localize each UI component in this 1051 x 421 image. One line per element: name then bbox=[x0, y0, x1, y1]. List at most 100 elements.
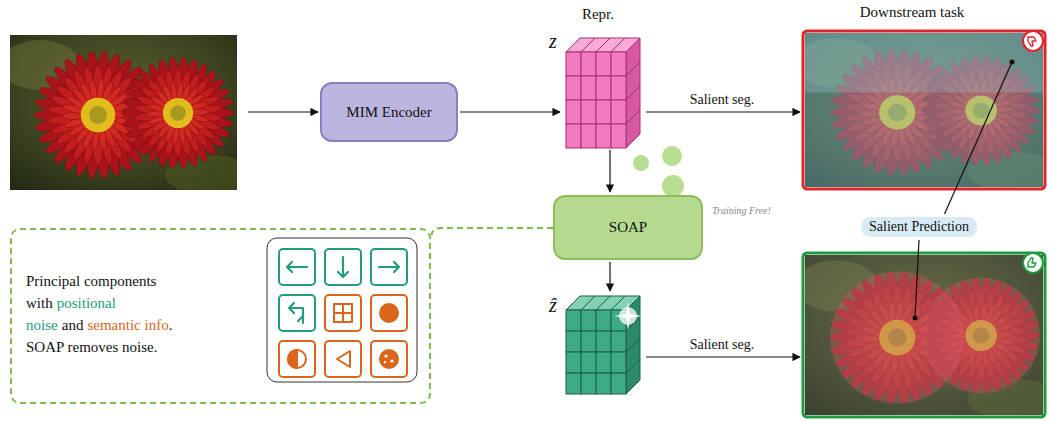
description-text: and bbox=[62, 317, 84, 333]
section-label: Downstream task bbox=[860, 4, 965, 21]
good-frame bbox=[803, 253, 1045, 417]
cookie-dot bbox=[390, 359, 393, 362]
good-prediction-photo bbox=[795, 255, 1051, 420]
cube-cell bbox=[566, 310, 581, 331]
arrow-label: Salient seg. bbox=[690, 337, 755, 353]
thumb-icon bbox=[1028, 258, 1036, 267]
section-label: Repr. bbox=[582, 6, 614, 23]
bad-prediction-photo bbox=[795, 33, 1051, 192]
feature-cube bbox=[566, 38, 640, 148]
cube-cell bbox=[581, 52, 596, 76]
dot-icon bbox=[380, 304, 398, 322]
icon-cell bbox=[279, 341, 315, 377]
cube-cell bbox=[581, 76, 596, 100]
flower-center bbox=[81, 98, 116, 133]
prediction-pill: Salient Prediction bbox=[861, 217, 977, 237]
flow-arrow bbox=[646, 356, 800, 357]
icon-cell bbox=[325, 249, 361, 285]
cookie-dot bbox=[384, 354, 387, 357]
half-circle-fill bbox=[288, 350, 297, 368]
thumb-badge bbox=[1023, 253, 1043, 273]
flower-center bbox=[163, 98, 193, 128]
share-icon bbox=[337, 351, 350, 367]
cube-cell bbox=[566, 373, 581, 394]
cube-cell bbox=[596, 100, 611, 124]
node-text: SOAP bbox=[609, 219, 647, 236]
cube-cell bbox=[611, 100, 626, 124]
bubble bbox=[662, 146, 682, 166]
half-circle-icon bbox=[288, 350, 306, 368]
cube-cell bbox=[566, 100, 581, 124]
flower-center-inner bbox=[89, 106, 107, 124]
icon-cell bbox=[371, 295, 407, 331]
cube-cell bbox=[596, 124, 611, 148]
cube-cell bbox=[581, 352, 596, 373]
cube-cell bbox=[596, 310, 611, 331]
cube-cell bbox=[566, 352, 581, 373]
generated-illustration bbox=[0, 31, 1051, 420]
symbol-label: z bbox=[549, 30, 557, 53]
cube-side bbox=[626, 110, 640, 148]
cube-cell bbox=[611, 52, 626, 76]
thumb-icon bbox=[1028, 37, 1036, 46]
symbol-label: ẑ bbox=[549, 294, 557, 317]
encoder-box: MIM Encoder bbox=[320, 82, 458, 142]
cube-cell bbox=[581, 373, 596, 394]
sparkle bbox=[614, 302, 642, 330]
cube-cell bbox=[611, 373, 626, 394]
cookie-icon bbox=[380, 350, 398, 368]
flow-arrow bbox=[609, 262, 610, 291]
flow-arrow bbox=[609, 150, 610, 192]
bad-frame bbox=[803, 31, 1045, 189]
flow-arrow bbox=[248, 111, 318, 112]
photo-leaf bbox=[165, 155, 255, 195]
position-icons bbox=[287, 257, 399, 323]
cube-cell bbox=[566, 124, 581, 148]
icon-cell bbox=[279, 249, 315, 285]
node-text: Salient Prediction bbox=[869, 219, 969, 235]
prediction-overlay bbox=[805, 255, 1043, 415]
soap-box: SOAP bbox=[553, 195, 703, 260]
cube-side bbox=[626, 359, 640, 394]
return-arrow-icon bbox=[289, 303, 303, 323]
description-text: semantic info bbox=[87, 317, 168, 333]
cube-cell bbox=[581, 100, 596, 124]
leader-line bbox=[915, 240, 919, 318]
cube-cell bbox=[611, 76, 626, 100]
cube-cell bbox=[596, 52, 611, 76]
input-photo bbox=[0, 35, 255, 195]
icon-cell bbox=[325, 341, 361, 377]
semantic-icons bbox=[288, 304, 398, 368]
prediction-overlay bbox=[805, 33, 1043, 187]
flower-center-inner bbox=[170, 105, 186, 121]
cube-cell bbox=[581, 124, 596, 148]
flow-arrow bbox=[460, 111, 560, 112]
leader-dot bbox=[1010, 60, 1015, 65]
cube-cell bbox=[566, 52, 581, 76]
icon-cell bbox=[325, 295, 361, 331]
arrow-left-icon bbox=[287, 262, 307, 272]
icon-panel bbox=[267, 238, 417, 382]
grid-icon bbox=[334, 304, 352, 322]
cube-cell bbox=[566, 331, 581, 352]
cube-cell bbox=[596, 373, 611, 394]
icon-cell bbox=[279, 295, 315, 331]
node-text: MIM Encoder bbox=[346, 104, 431, 121]
prediction-overlay bbox=[922, 278, 1039, 394]
arrow-down-icon bbox=[338, 257, 348, 277]
photo-background bbox=[805, 255, 1043, 415]
cube-cell bbox=[581, 331, 596, 352]
bubble bbox=[633, 155, 649, 171]
flow-arrow bbox=[646, 111, 800, 112]
cube-cell bbox=[596, 76, 611, 100]
leader-line bbox=[945, 62, 1012, 214]
icon-cells bbox=[279, 249, 407, 377]
cube-cell bbox=[596, 352, 611, 373]
cube-cell bbox=[596, 331, 611, 352]
text-block: Principal components withpositional nois… bbox=[26, 270, 211, 358]
prediction-overlay bbox=[805, 33, 1043, 93]
leader-dot bbox=[913, 316, 918, 321]
dashed-connector bbox=[431, 228, 553, 238]
